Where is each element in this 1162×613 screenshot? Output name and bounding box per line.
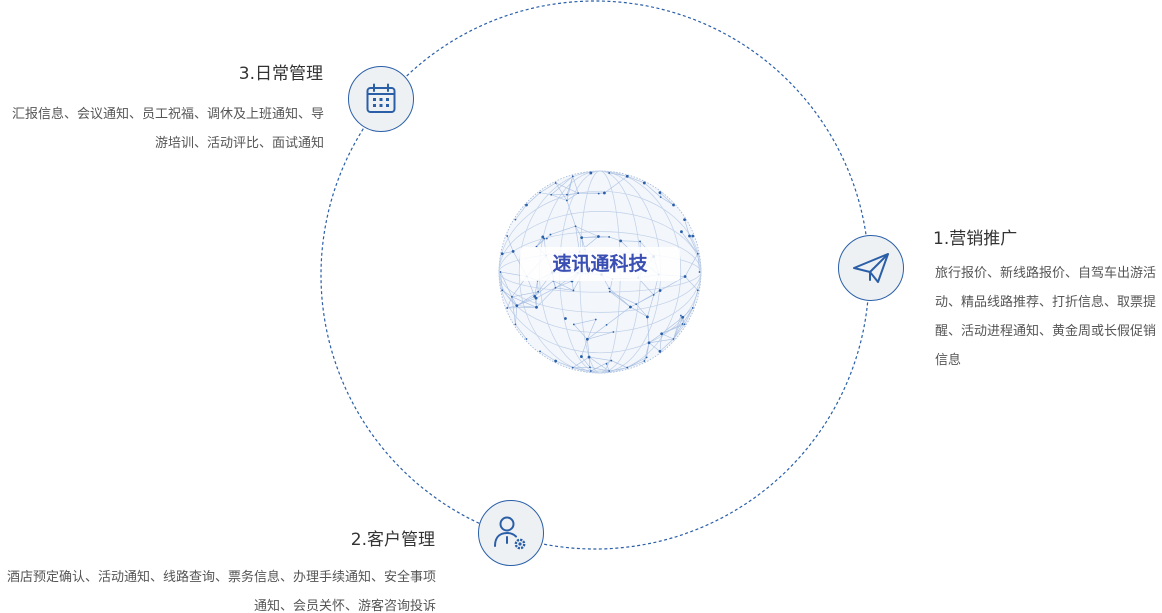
marketing-node[interactable]	[838, 235, 904, 301]
center-title: 速讯通科技	[520, 247, 680, 281]
customer-management-title: 2.客户管理	[350, 530, 435, 550]
marketing-desc: 旅行报价、新线路报价、自驾车出游活动、精品线路推荐、打折信息、取票提醒、活动进程…	[935, 266, 1157, 368]
user-gear-icon	[494, 516, 526, 550]
customer-management-desc: 酒店预定确认、活动通知、线路查询、票务信息、办理手续通知、安全事项通知、会员关怀…	[6, 570, 436, 613]
daily-management-desc: 汇报信息、会议通知、员工祝福、调休及上班通知、导游培训、活动评比、面试通知	[11, 107, 324, 151]
daily-management-title: 3.日常管理	[238, 64, 323, 84]
customer-management-node[interactable]	[478, 500, 544, 566]
marketing-title: 1.营销推广	[933, 229, 1018, 249]
daily-management-node[interactable]	[348, 66, 414, 132]
calendar-icon	[366, 83, 396, 113]
paper-plane-icon	[853, 253, 889, 283]
